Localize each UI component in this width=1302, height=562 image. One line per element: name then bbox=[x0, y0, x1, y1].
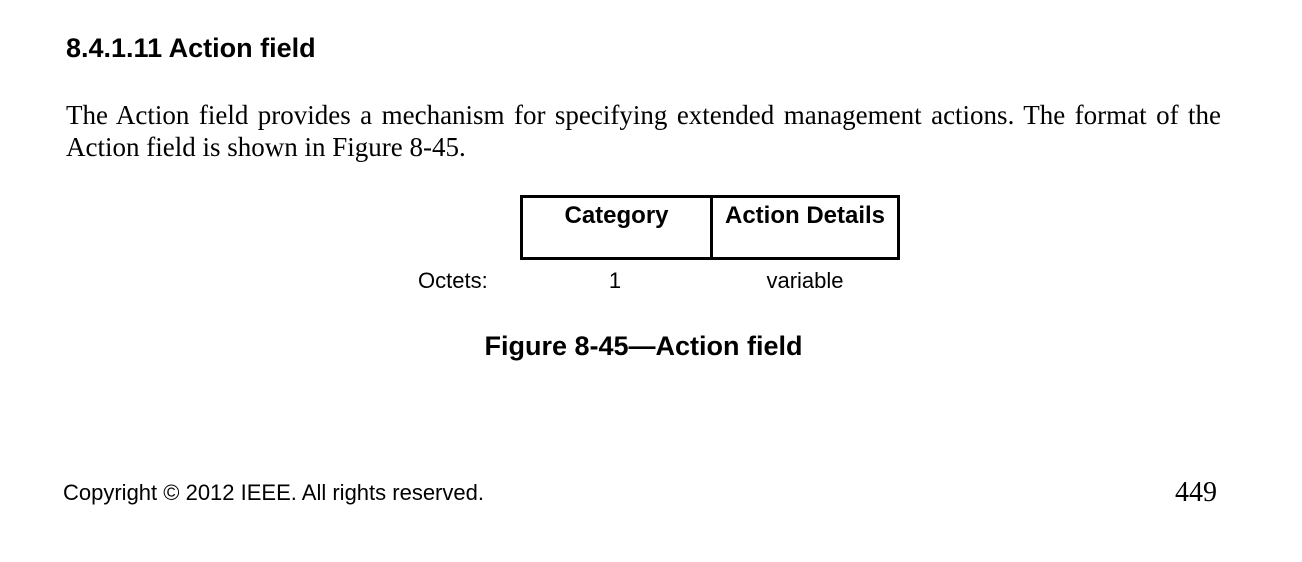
body-text-line-2: Action field is shown in Figure 8-45. bbox=[66, 132, 466, 162]
octets-value-action-details: variable bbox=[766, 268, 844, 293]
figure-caption: Figure 8-45—Action field bbox=[484, 331, 803, 361]
octets-label: Octets: bbox=[418, 268, 488, 293]
table-cell-action-details: Action Details bbox=[710, 198, 897, 257]
body-paragraph: The Action field provides a mechanism fo… bbox=[66, 99, 1221, 163]
table-cell-category: Category bbox=[523, 198, 710, 257]
body-text-line-1: The Action field provides a mechanism fo… bbox=[66, 100, 1221, 130]
section-heading: 8.4.1.11 Action field bbox=[66, 33, 316, 63]
table-cell-category-label: Category bbox=[564, 202, 669, 229]
page-number: 449 bbox=[1175, 477, 1217, 508]
octets-value-category: 1 bbox=[608, 268, 622, 293]
table-cell-action-details-label: Action Details bbox=[724, 202, 886, 229]
copyright-text: Copyright © 2012 IEEE. All rights reserv… bbox=[63, 480, 484, 505]
field-format-table: Category Action Details bbox=[520, 195, 900, 260]
